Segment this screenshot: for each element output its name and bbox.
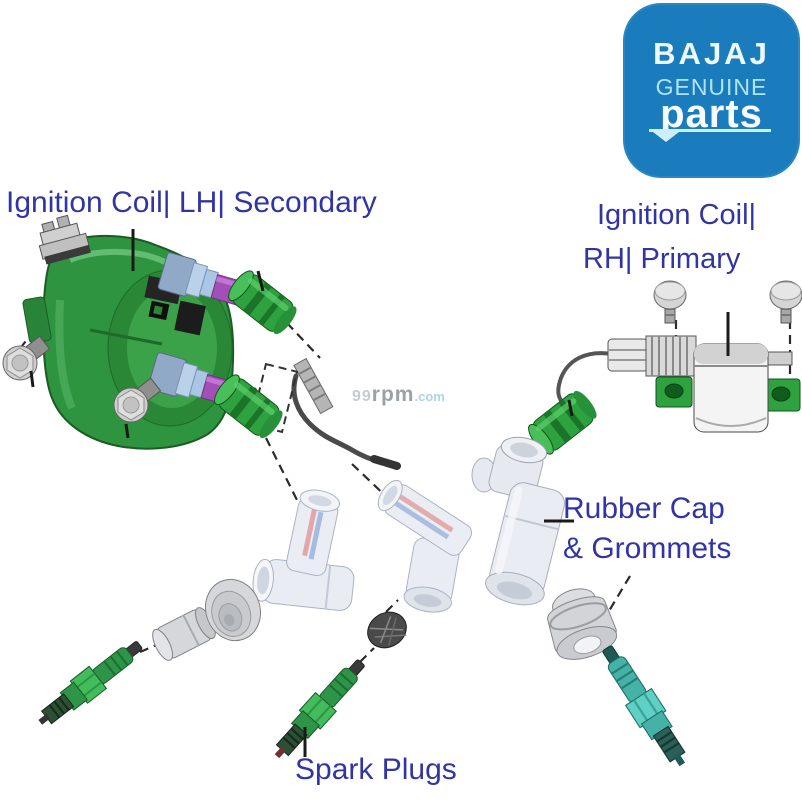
logo-parts-text: parts xyxy=(660,92,763,136)
ht-lead-wire-rh xyxy=(556,351,614,410)
watermark-99rpm: 99rpm.com xyxy=(352,383,445,407)
bell-grommet-right xyxy=(547,588,618,660)
mounting-bolt-2 xyxy=(113,377,162,423)
mounting-bolt-3 xyxy=(653,280,687,324)
ignition-coil-rh-primary xyxy=(607,335,801,433)
bajaj-genuine-parts-logo: BAJAJ GENUINE parts xyxy=(623,3,800,178)
grommet-cap-2 xyxy=(214,374,283,439)
label-pointer-lines xyxy=(29,229,730,757)
label-ignition-coil-rh-line1: Ignition Coil| xyxy=(597,199,757,231)
rubber-elbow-cap-center xyxy=(377,479,473,613)
label-rubber-cap-line2: & Grommets xyxy=(563,532,732,565)
spark-plug-center xyxy=(274,659,365,759)
grommet-cap-1 xyxy=(228,270,297,335)
spark-plug-rh xyxy=(602,645,686,767)
rubber-elbow-cap-left xyxy=(252,489,355,611)
spark-plug-lh xyxy=(38,641,143,725)
gland-nut xyxy=(367,611,407,649)
ht-lead-wire-lh xyxy=(291,357,401,470)
label-ignition-coil-rh-line2: RH| Primary xyxy=(583,243,741,275)
bell-grommet-left xyxy=(205,578,261,642)
watermark-number: 99 xyxy=(352,388,372,405)
ignition-coil-lh-secondary xyxy=(22,214,235,450)
label-ignition-coil-lh: Ignition Coil| LH| Secondary xyxy=(6,186,377,219)
watermark-rpm: rpm xyxy=(371,383,415,406)
logo-arrow-icon xyxy=(653,132,679,142)
logo-genuine-text: GENUINE xyxy=(655,74,768,100)
label-spark-plugs: Spark Plugs xyxy=(295,753,457,786)
logo-underline xyxy=(649,129,771,132)
label-rubber-cap-line1: Rubber Cap xyxy=(563,492,725,525)
coil-top-connector xyxy=(38,214,91,265)
mounting-bolt-1 xyxy=(2,335,51,381)
rubber-cap-right xyxy=(471,436,566,606)
logo-brand-text: BAJAJ xyxy=(653,36,770,71)
mounting-bolt-4 xyxy=(769,280,802,324)
seal-cylinder xyxy=(152,607,216,661)
watermark-tld: .com xyxy=(414,389,445,404)
